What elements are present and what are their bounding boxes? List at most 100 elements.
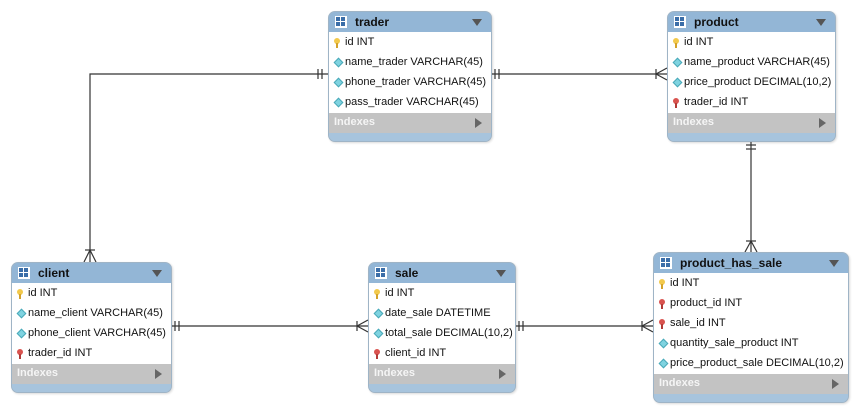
table-client[interactable]: client id INT name_client VARCHAR(45) ph…: [11, 262, 172, 393]
column-row[interactable]: price_product DECIMAL(10,2): [668, 73, 835, 93]
expand-arrow-icon[interactable]: [155, 369, 162, 379]
column-diamond-icon: [16, 308, 27, 319]
column-label: phone_client VARCHAR(45): [28, 327, 166, 339]
table-name: sale: [395, 266, 419, 280]
collapse-arrow-icon[interactable]: [816, 19, 826, 26]
column-label: pass_trader VARCHAR(45): [345, 96, 479, 108]
collapse-arrow-icon[interactable]: [496, 270, 506, 277]
column-label: name_client VARCHAR(45): [28, 307, 163, 319]
column-row[interactable]: quantity_sale_product INT: [654, 334, 848, 354]
column-list: id INT name_trader VARCHAR(45) phone_tra…: [329, 32, 491, 113]
table-header[interactable]: product: [668, 12, 835, 32]
indexes-label: Indexes: [374, 367, 415, 379]
column-label: name_product VARCHAR(45): [684, 56, 830, 68]
foreign-key-icon: [659, 299, 665, 309]
foreign-key-icon: [673, 98, 679, 108]
column-row[interactable]: trader_id INT: [12, 344, 171, 364]
column-label: product_id INT: [670, 297, 743, 309]
column-row[interactable]: client_id INT: [369, 344, 515, 364]
rel-product-product-has-sale: [744, 140, 758, 253]
column-row[interactable]: id INT: [12, 284, 171, 304]
column-diamond-icon: [672, 57, 683, 68]
table-icon: [375, 267, 387, 279]
column-label: id INT: [684, 36, 714, 48]
table-sale[interactable]: sale id INT date_sale DATETIME total_sal…: [368, 262, 516, 393]
table-icon: [18, 267, 30, 279]
column-label: trader_id INT: [28, 347, 93, 359]
column-diamond-icon: [672, 77, 683, 88]
rel-sale-product-has-sale: [515, 319, 654, 333]
table-name: product: [694, 15, 739, 29]
column-label: date_sale DATETIME: [385, 307, 491, 319]
table-footer: [654, 394, 848, 402]
column-row[interactable]: id INT: [369, 284, 515, 304]
foreign-key-icon: [659, 319, 665, 329]
column-row[interactable]: id INT: [668, 33, 835, 53]
column-row[interactable]: total_sale DECIMAL(10,2): [369, 324, 515, 344]
expand-arrow-icon[interactable]: [832, 379, 839, 389]
table-trader[interactable]: trader id INT name_trader VARCHAR(45) ph…: [328, 11, 492, 142]
column-row[interactable]: name_product VARCHAR(45): [668, 53, 835, 73]
table-footer: [668, 133, 835, 141]
table-footer: [329, 133, 491, 141]
column-label: phone_trader VARCHAR(45): [345, 76, 487, 88]
foreign-key-icon: [17, 349, 23, 359]
table-footer: [369, 384, 515, 392]
indexes-section[interactable]: Indexes: [329, 113, 491, 133]
primary-key-icon: [659, 279, 665, 289]
column-list: id INT product_id INT sale_id INT quanti…: [654, 273, 848, 374]
indexes-section[interactable]: Indexes: [654, 374, 848, 394]
indexes-section[interactable]: Indexes: [668, 113, 835, 133]
column-row[interactable]: product_id INT: [654, 294, 848, 314]
collapse-arrow-icon[interactable]: [472, 19, 482, 26]
table-header[interactable]: sale: [369, 263, 515, 283]
column-row[interactable]: sale_id INT: [654, 314, 848, 334]
column-diamond-icon: [333, 57, 344, 68]
table-header[interactable]: trader: [329, 12, 491, 32]
indexes-label: Indexes: [17, 367, 58, 379]
indexes-section[interactable]: Indexes: [369, 364, 515, 384]
column-row[interactable]: date_sale DATETIME: [369, 304, 515, 324]
column-list: id INT date_sale DATETIME total_sale DEC…: [369, 283, 515, 364]
collapse-arrow-icon[interactable]: [152, 270, 162, 277]
column-label: total_sale DECIMAL(10,2): [385, 327, 513, 339]
column-row[interactable]: name_client VARCHAR(45): [12, 304, 171, 324]
column-label: id INT: [345, 36, 375, 48]
table-product[interactable]: product id INT name_product VARCHAR(45) …: [667, 11, 836, 142]
table-icon: [660, 257, 672, 269]
column-row[interactable]: trader_id INT: [668, 93, 835, 113]
collapse-arrow-icon[interactable]: [829, 260, 839, 267]
indexes-label: Indexes: [334, 116, 375, 128]
primary-key-icon: [673, 38, 679, 48]
column-label: id INT: [670, 277, 700, 289]
column-diamond-icon: [658, 338, 669, 349]
column-row[interactable]: price_product_sale DECIMAL(10,2): [654, 354, 848, 374]
column-row[interactable]: name_trader VARCHAR(45): [329, 53, 491, 73]
table-product-has-sale[interactable]: product_has_sale id INT product_id INT s…: [653, 252, 849, 403]
table-header[interactable]: product_has_sale: [654, 253, 848, 273]
expand-arrow-icon[interactable]: [499, 369, 506, 379]
rel-trader-client: [83, 69, 328, 263]
column-row[interactable]: id INT: [329, 33, 491, 53]
column-list: id INT name_client VARCHAR(45) phone_cli…: [12, 283, 171, 364]
column-row[interactable]: phone_trader VARCHAR(45): [329, 73, 491, 93]
column-diamond-icon: [16, 328, 27, 339]
column-row[interactable]: phone_client VARCHAR(45): [12, 324, 171, 344]
indexes-label: Indexes: [659, 377, 700, 389]
column-row[interactable]: id INT: [654, 274, 848, 294]
table-name: product_has_sale: [680, 256, 783, 270]
column-label: price_product DECIMAL(10,2): [684, 76, 832, 88]
indexes-label: Indexes: [673, 116, 714, 128]
indexes-section[interactable]: Indexes: [12, 364, 171, 384]
column-label: sale_id INT: [670, 317, 726, 329]
expand-arrow-icon[interactable]: [819, 118, 826, 128]
column-diamond-icon: [658, 358, 669, 369]
table-name: client: [38, 266, 70, 280]
column-diamond-icon: [373, 308, 384, 319]
column-row[interactable]: pass_trader VARCHAR(45): [329, 93, 491, 113]
expand-arrow-icon[interactable]: [475, 118, 482, 128]
table-header[interactable]: client: [12, 263, 171, 283]
foreign-key-icon: [374, 349, 380, 359]
primary-key-icon: [334, 38, 340, 48]
